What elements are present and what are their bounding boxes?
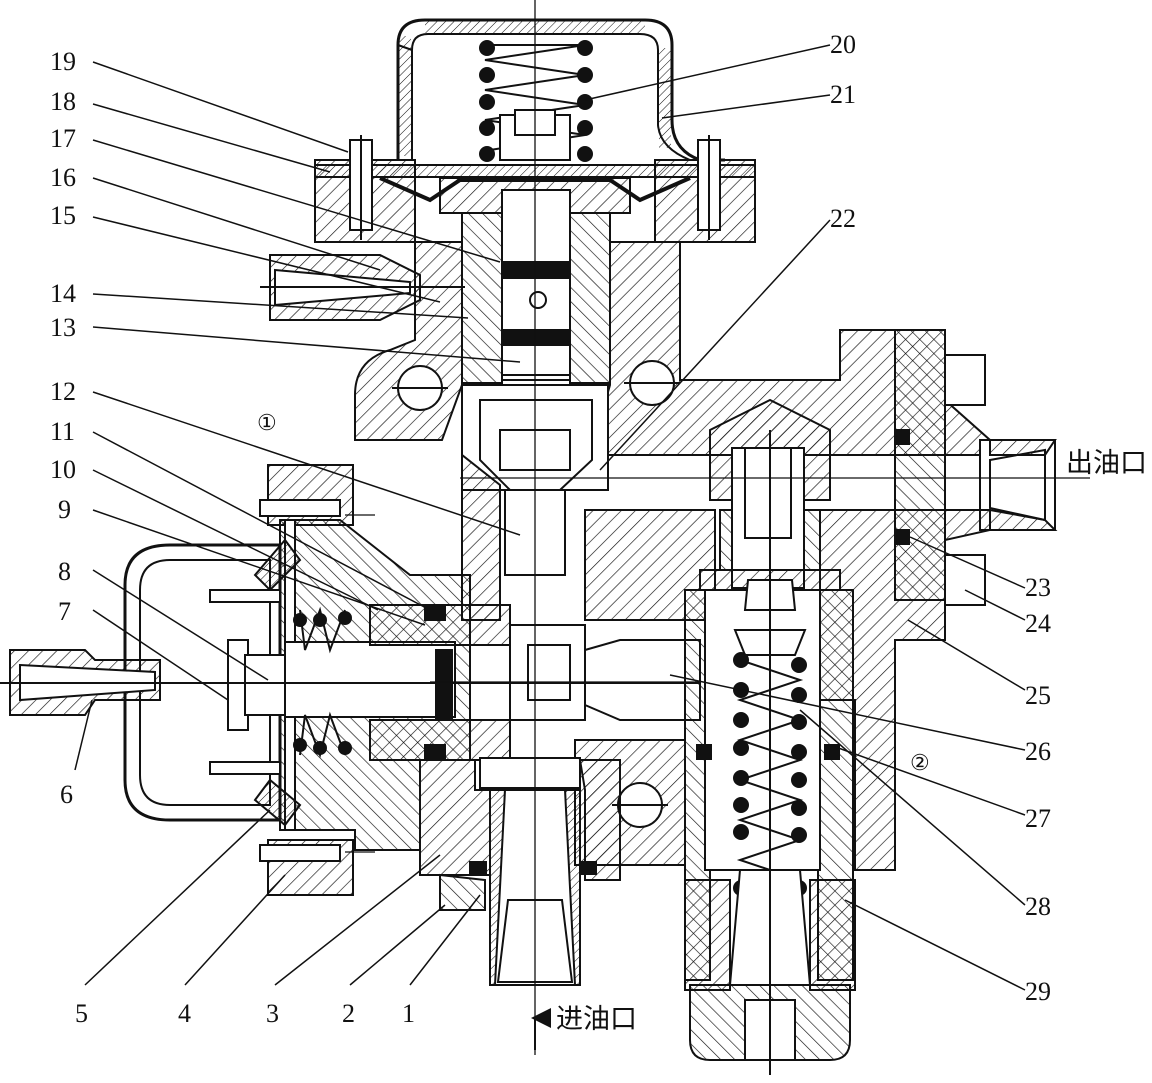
callout-3: 3	[266, 999, 279, 1028]
callout-18: 18	[50, 87, 76, 116]
callout-17: 17	[50, 124, 76, 153]
callout-12: 12	[50, 377, 76, 406]
callout-11: 11	[50, 417, 75, 446]
callout-25: 25	[1025, 681, 1051, 710]
callout-22: 22	[830, 204, 856, 233]
callout-6: 6	[60, 780, 73, 809]
callout-28: 28	[1025, 892, 1051, 921]
callout-2: 2	[342, 999, 355, 1028]
callout-14: 14	[50, 279, 76, 308]
chamber-1-marker: ①	[257, 410, 277, 435]
callout-10: 10	[50, 455, 76, 484]
callout-23: 23	[1025, 573, 1051, 602]
inlet-label: 进油口	[556, 1004, 637, 1035]
callout-1: 1	[402, 999, 415, 1028]
callout-27: 27	[1025, 804, 1051, 833]
relief-valve	[684, 398, 856, 1075]
callout-5: 5	[75, 999, 88, 1028]
callout-20: 20	[830, 30, 856, 59]
callout-9: 9	[58, 495, 71, 524]
top-spring	[479, 40, 593, 162]
callout-29: 29	[1025, 977, 1051, 1006]
callout-24: 24	[1025, 609, 1051, 638]
callout-15: 15	[50, 201, 76, 230]
callout-13: 13	[50, 313, 76, 342]
callout-16: 16	[50, 163, 76, 192]
inlet-fitting	[419, 757, 621, 986]
outlet-label: 出油口	[1066, 448, 1147, 479]
callout-8: 8	[58, 557, 71, 586]
callout-26: 26	[1025, 737, 1051, 766]
callout-19: 19	[50, 47, 76, 76]
callout-7: 7	[58, 597, 71, 626]
callout-4: 4	[178, 999, 191, 1028]
leader-lines	[74, 44, 1026, 991]
left-upper-fitting	[260, 254, 465, 321]
center-lines	[345, 0, 1090, 1055]
callout-21: 21	[830, 80, 856, 109]
callout-labels: 19 18 17 16 15 14 13 12 11 10 9 8 7 6 5 …	[50, 30, 1051, 1028]
chamber-2-marker: ②	[910, 750, 930, 775]
left-fitting	[0, 649, 700, 716]
regulator-piston	[209, 589, 701, 775]
